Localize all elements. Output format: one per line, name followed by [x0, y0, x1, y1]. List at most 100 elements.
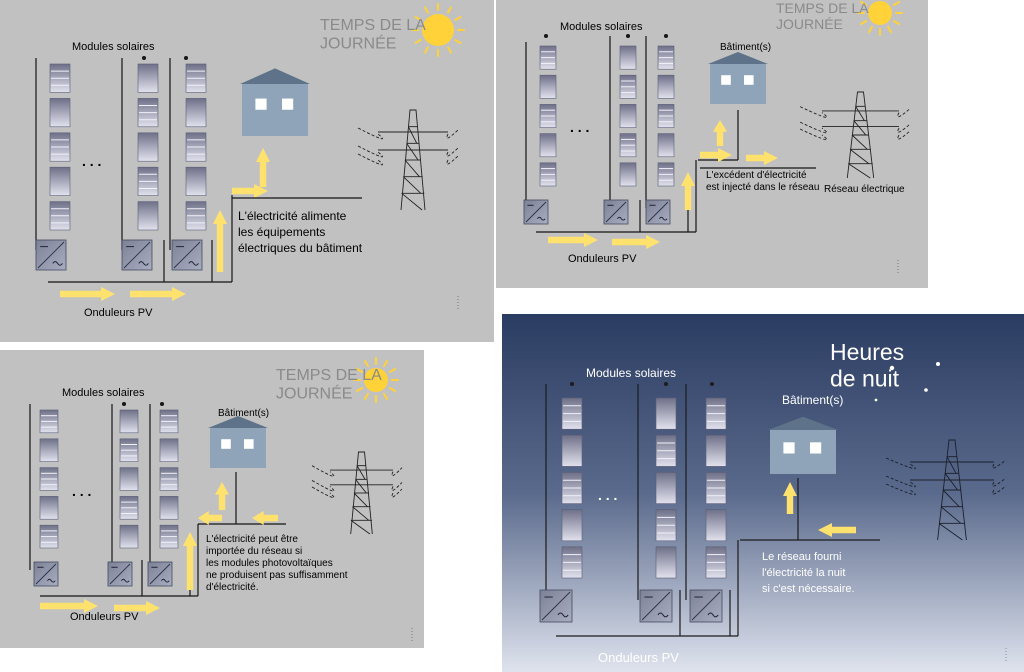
pylon-brace [353, 492, 368, 507]
pylon-brace [851, 134, 868, 150]
power-line-cable [799, 121, 911, 134]
house-wall [770, 430, 836, 474]
inverters-label: Onduleurs PV [70, 611, 139, 623]
pv-inverter [147, 561, 173, 587]
house-roof [240, 68, 310, 84]
solar-module-icon [561, 509, 583, 542]
pv-inverter [33, 561, 59, 587]
pylon-brace [940, 506, 962, 524]
modules-label: Modules solaires [560, 21, 643, 33]
connection-dot [184, 56, 188, 60]
solar-module-icon [119, 524, 139, 549]
sun-ray [383, 392, 388, 401]
pv-inverter [523, 199, 549, 225]
ac-symbol-icon [537, 216, 546, 221]
building-house-icon [240, 68, 310, 136]
pv-inverter [603, 199, 629, 225]
ac-symbol-icon [161, 578, 170, 583]
connection-dot [160, 402, 164, 406]
ellipsis-more-strings: . . . [598, 487, 617, 503]
building-label: Bâtiment(s) [218, 408, 269, 419]
energy-flow-arrow [130, 287, 186, 301]
connection-dot [664, 382, 668, 386]
energy-flow-arrow [60, 287, 115, 301]
solar-module-string [159, 409, 179, 549]
solar-module-icon [159, 438, 179, 462]
sun-icon [353, 357, 399, 403]
sun-ray [388, 387, 397, 392]
time-of-day-title: JOURNÉE [276, 383, 352, 402]
building-house-icon [208, 416, 268, 468]
sun-ray [892, 20, 901, 25]
solar-module-icon [619, 104, 637, 128]
power-pylon-icon [357, 109, 459, 211]
star-icon [874, 398, 878, 402]
sun-disc [868, 1, 892, 25]
sun-disc [364, 368, 388, 392]
wiring-bus [545, 384, 880, 637]
energy-flow-arrow [252, 511, 278, 525]
solar-module-icon [119, 409, 139, 434]
solar-module-icon [39, 496, 59, 520]
flow-caption: est injecté dans le réseau [706, 182, 819, 193]
ac-symbol-icon [707, 612, 719, 618]
energy-flow-arrow [746, 151, 778, 165]
sun-ray [447, 6, 452, 14]
ac-symbol-icon [659, 216, 668, 221]
solar-module-string [561, 397, 583, 579]
solar-module-icon [657, 133, 675, 158]
connection-dot [142, 56, 146, 60]
energy-flow-arrow [213, 210, 227, 272]
flow-caption: l'électricité la nuit [762, 567, 845, 579]
pylon-brace [848, 163, 871, 179]
solar-module-icon [561, 434, 583, 467]
ac-symbol-icon [657, 612, 669, 618]
inverter-diagonal [149, 563, 171, 585]
modules-label: Modules solaires [72, 41, 155, 53]
sun-ray [414, 39, 422, 44]
inverter-diagonal [123, 241, 151, 269]
energy-flow-arrow [700, 148, 732, 162]
power-line-cable [357, 145, 459, 158]
solar-module-string [539, 45, 557, 187]
flow-caption: électriques du bâtiment [238, 241, 363, 255]
sun-ray [892, 0, 901, 6]
flow-caption: L'électricité peut être [206, 534, 298, 545]
sun-ray [355, 387, 364, 392]
panel-background [0, 0, 494, 342]
inverter-diagonal [541, 591, 571, 621]
inverter-diagonal [641, 591, 671, 621]
pv-inverter [689, 589, 723, 623]
connection-dot [544, 34, 548, 38]
power-pylon-icon [799, 91, 911, 179]
ac-symbol-icon [617, 216, 626, 221]
pylon-brace [355, 479, 367, 494]
connection-dot [122, 402, 126, 406]
power-line-cable [357, 153, 459, 166]
energy-flow-arrow [612, 235, 660, 249]
sun-ray [447, 46, 452, 54]
ac-symbol-icon [138, 261, 149, 266]
ellipsis-more-strings: . . . [82, 153, 101, 169]
panel-background [502, 314, 1024, 672]
sun-ray [364, 392, 369, 401]
energy-flow-arrow [256, 148, 270, 187]
inverters-label: Onduleurs PV [568, 253, 637, 265]
solar-module-icon [185, 98, 207, 128]
house-wall [210, 428, 266, 468]
power-pylon-icon [311, 451, 403, 535]
solar-module-icon [119, 467, 139, 491]
energy-flow-arrow [713, 120, 727, 146]
pv-inverter [539, 589, 573, 623]
flow-caption: d'électricité. [206, 582, 259, 593]
time-of-day-title: JOURNÉE [320, 33, 396, 52]
solar-module-string [137, 63, 159, 231]
pv-inverter [645, 199, 671, 225]
time-of-day-title: TEMPS DE LA [276, 367, 382, 384]
pv-inverter [121, 239, 153, 271]
house-roof [768, 416, 838, 430]
